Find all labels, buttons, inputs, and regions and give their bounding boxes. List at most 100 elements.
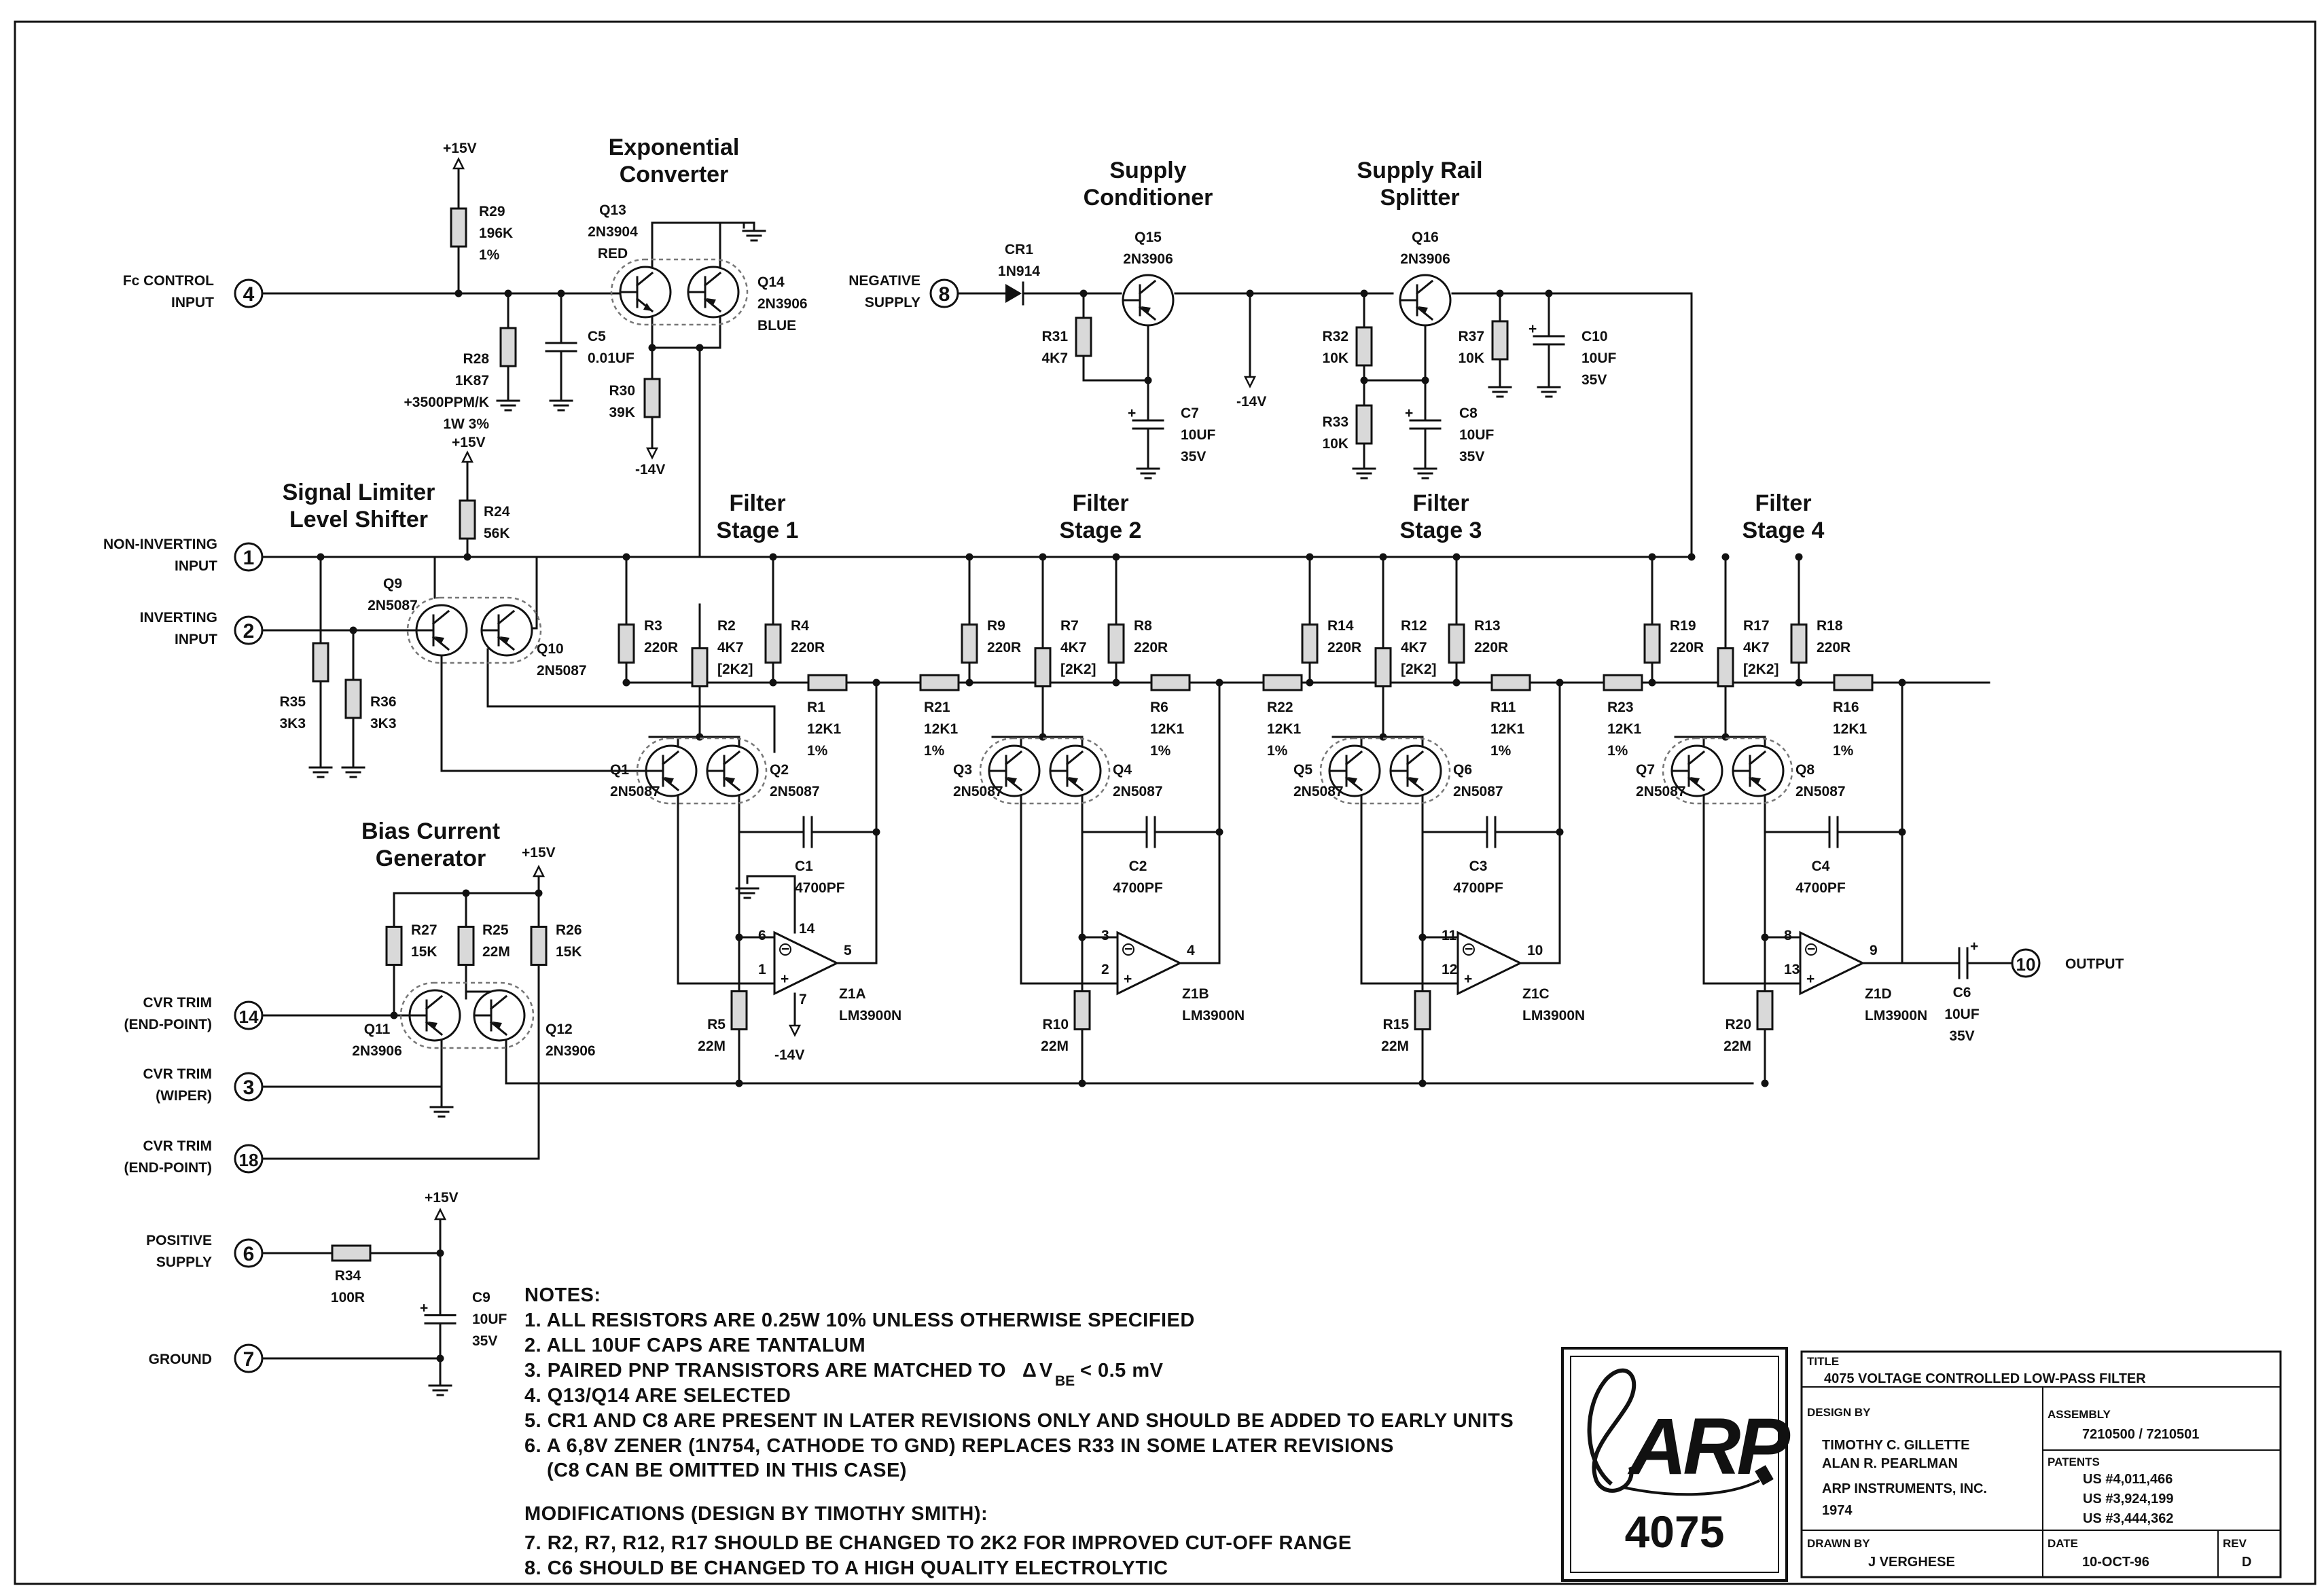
Z1C-pin-inv: 12 [1442, 962, 1457, 977]
stage-1-R4-resistor [764, 624, 782, 664]
stage-1-R1-resistor [807, 674, 848, 691]
R22-label: R22 [1267, 700, 1293, 715]
terminal-2-number: 2 [243, 620, 255, 643]
logo-cord [1623, 1479, 1760, 1496]
Q8-label: Q8 [1795, 762, 1814, 778]
wire [1702, 789, 1802, 985]
R21-label: 12K1 [924, 721, 959, 737]
R28-resistor [499, 327, 517, 367]
C7-capacitor-plus: + [1128, 405, 1136, 421]
Q7-label: 2N5087 [1636, 784, 1686, 799]
Z1C-label: LM3900N [1522, 1008, 1585, 1024]
R3-label: 220R [644, 640, 678, 655]
section-title-stage-1: Filter [729, 490, 785, 516]
Q15-label: 2N3906 [1123, 251, 1173, 267]
R7-label: 4K7 [1060, 640, 1087, 655]
treble-clef-icon [1587, 1368, 1637, 1493]
R27-label: 15K [411, 944, 437, 960]
mod-8: 8. C6 SHOULD BE CHANGED TO A HIGH QUALIT… [524, 1557, 1168, 1579]
stage-3-R23-resistor [1603, 674, 1643, 691]
terminal-2-label: INVERTING [140, 610, 217, 626]
junction-dot [1648, 553, 1656, 561]
junction-dot [872, 679, 880, 687]
terminal-7 [234, 1343, 264, 1373]
Q10-label: Q10 [537, 641, 564, 657]
C10-label: C10 [1581, 329, 1608, 344]
Q5-label: Q5 [1293, 762, 1312, 778]
junction-dot [622, 553, 630, 561]
C10-capacitor-plus: + [1529, 321, 1537, 337]
R12-label: [2K2] [1401, 662, 1437, 677]
section-title-exp: Exponential [609, 134, 740, 160]
R2-label: R2 [717, 618, 736, 634]
Z1C-label: Z1C [1522, 986, 1550, 1002]
R5-label: 22M [698, 1038, 726, 1054]
junction-dot [622, 679, 630, 687]
terminal-8-label: NEGATIVE [848, 273, 920, 289]
Z1A-pin-inv: 1 [758, 962, 766, 977]
Z1D-pin-noninv: 8 [1784, 928, 1792, 943]
junction-dot [965, 553, 973, 561]
terminal-18-label: CVR TRIM [143, 1138, 213, 1154]
Q12-transistor-arrow [493, 1022, 502, 1030]
section-title-stage-3: Filter [1412, 490, 1469, 516]
R29-label: R29 [479, 204, 505, 219]
R31-label: 4K7 [1041, 350, 1068, 366]
R25-label: 22M [482, 944, 510, 960]
R5-label: R5 [707, 1017, 726, 1032]
mod-7: 7. R2, R7, R12, R17 SHOULD BE CHANGED TO… [524, 1532, 1352, 1554]
C1-label: C1 [795, 859, 813, 874]
terminal-7-label: GROUND [149, 1352, 212, 1367]
R37-label: 10K [1458, 350, 1484, 366]
R36-label: 3K3 [370, 716, 397, 731]
Q2-label: Q2 [770, 762, 789, 778]
R33-label: 10K [1322, 436, 1348, 452]
junction-dot [390, 1011, 398, 1019]
section-title-stage-2: Filter [1072, 490, 1128, 516]
section-title-bias: Generator [376, 846, 486, 871]
R28-label: R28 [463, 351, 489, 367]
neg-rail-label: -14V [635, 462, 665, 477]
Z1B-pin-out: 4 [1187, 943, 1195, 958]
section-title-stage-2: Stage 2 [1060, 518, 1142, 543]
terminal-4-number: 4 [243, 283, 255, 306]
terminal-1-label: INPUT [175, 558, 217, 574]
R4-label: 220R [791, 640, 825, 655]
notes-heading: NOTES: [524, 1284, 601, 1306]
stage-1-Q2-transistor-arrow [726, 777, 735, 785]
Q5-label: 2N5087 [1293, 784, 1344, 799]
R29-label: 196K [479, 225, 513, 241]
R20-label: 22M [1723, 1038, 1751, 1054]
assembly-label: ASSEMBLY [2048, 1408, 2111, 1421]
pos-rail-label: +15V [443, 141, 477, 156]
title-label: TITLE [1807, 1355, 1839, 1368]
R1-label: R1 [807, 700, 825, 715]
supply-arrow-icon [1243, 376, 1257, 389]
drawing-title: 4075 VOLTAGE CONTROLLED LOW-PASS FILTER [1824, 1371, 2146, 1386]
terminal-3-label: CVR TRIM [143, 1066, 213, 1082]
junction-dot [1452, 553, 1461, 561]
Q11-transistor-arrow [428, 1022, 437, 1030]
C2-label: 4700PF [1113, 880, 1163, 896]
R15-label: R15 [1382, 1017, 1409, 1032]
terminal-1-label: NON-INVERTING [103, 537, 217, 552]
R24-label: 56K [484, 526, 510, 541]
wire [1421, 831, 1459, 939]
Z1D-label: LM3900N [1865, 1008, 1927, 1024]
section-title-exp: Converter [620, 162, 729, 187]
terminal-6 [234, 1238, 264, 1268]
Q15-transistor-collector [1138, 279, 1157, 295]
patents-label: PATENTS [2048, 1456, 2100, 1468]
R30-label: 39K [609, 405, 635, 420]
R25-label: R25 [482, 922, 509, 938]
junction-dot [965, 679, 973, 687]
R21-label: 1% [924, 743, 945, 759]
neg-rail-label-2: -14V [1236, 394, 1266, 410]
R16-label: R16 [1833, 700, 1859, 715]
Z1A-pin-noninv: 6 [758, 928, 766, 943]
R14-label: 220R [1327, 640, 1361, 655]
terminal-4-label: Fc CONTROL [123, 273, 214, 289]
Z1B-pin-inv: 2 [1101, 962, 1109, 977]
terminal-6-label: SUPPLY [156, 1254, 212, 1270]
Q13-label: Q13 [599, 202, 626, 218]
